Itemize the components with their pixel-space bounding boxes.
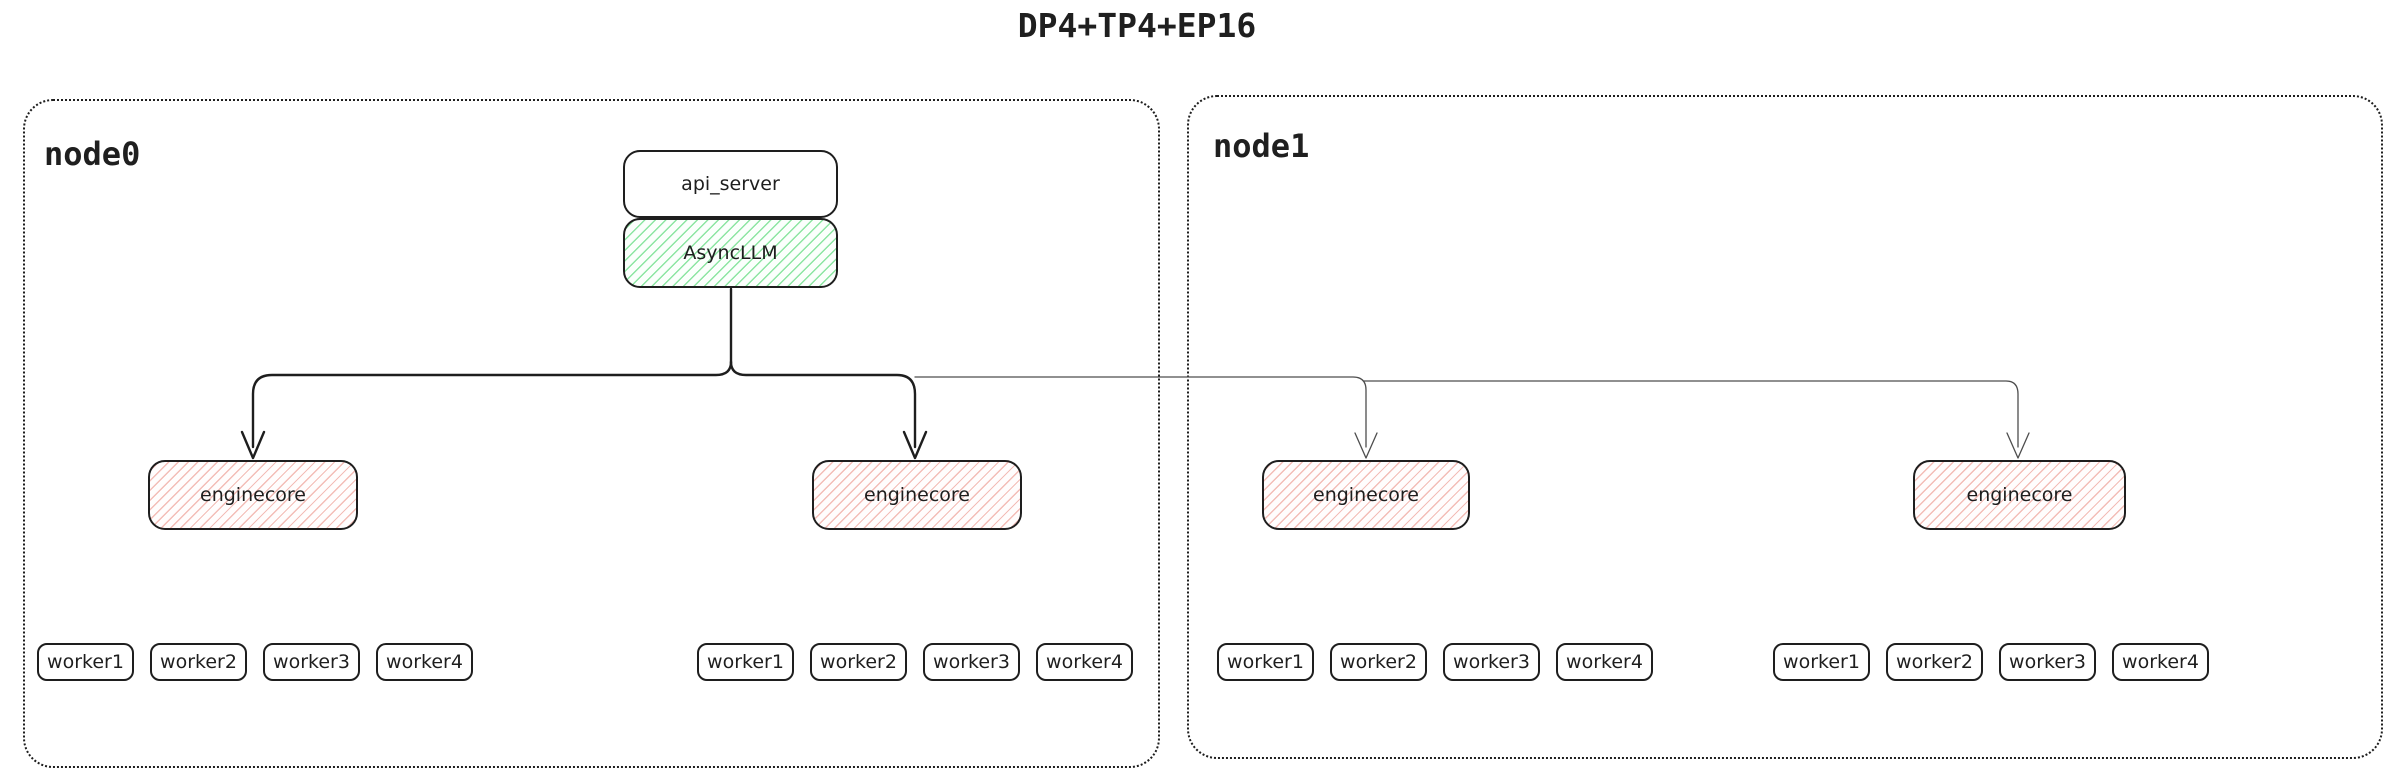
enginecore-box-4: enginecore [1913,460,2126,530]
worker-box: worker3 [923,643,1020,681]
worker-box: worker3 [1443,643,1540,681]
worker-box: worker2 [810,643,907,681]
api-server-box: api_server [623,150,838,218]
worker-group-3: worker1 worker2 worker3 worker4 [1217,643,1653,681]
worker-group-1: worker1 worker2 worker3 worker4 [37,643,473,681]
worker-box: worker4 [2112,643,2209,681]
worker-box: worker4 [1556,643,1653,681]
enginecore-box-3: enginecore [1262,460,1470,530]
worker-box: worker4 [376,643,473,681]
worker-box: worker2 [1330,643,1427,681]
worker-group-2: worker1 worker2 worker3 worker4 [697,643,1133,681]
enginecore-box-2: enginecore [812,460,1022,530]
enginecore-label: enginecore [200,484,306,506]
worker-box: worker2 [1886,643,1983,681]
worker-box: worker1 [697,643,794,681]
enginecore-label: enginecore [864,484,970,506]
worker-box: worker1 [1773,643,1870,681]
enginecore-box-1: enginecore [148,460,358,530]
worker-box: worker1 [1217,643,1314,681]
asyncllm-label: AsyncLLM [683,242,778,264]
worker-box: worker2 [150,643,247,681]
worker-box: worker3 [263,643,360,681]
worker-box: worker1 [37,643,134,681]
node0-label: node0 [44,135,141,173]
diagram-title: DP4+TP4+EP16 [1017,6,1257,45]
node1-label: node1 [1213,127,1310,165]
asyncllm-box: AsyncLLM [623,218,838,288]
api-server-label: api_server [681,173,780,195]
enginecore-label: enginecore [1966,484,2073,506]
worker-group-4: worker1 worker2 worker3 worker4 [1773,643,2209,681]
worker-box: worker3 [1999,643,2096,681]
worker-box: worker4 [1036,643,1133,681]
enginecore-label: enginecore [1313,484,1419,506]
